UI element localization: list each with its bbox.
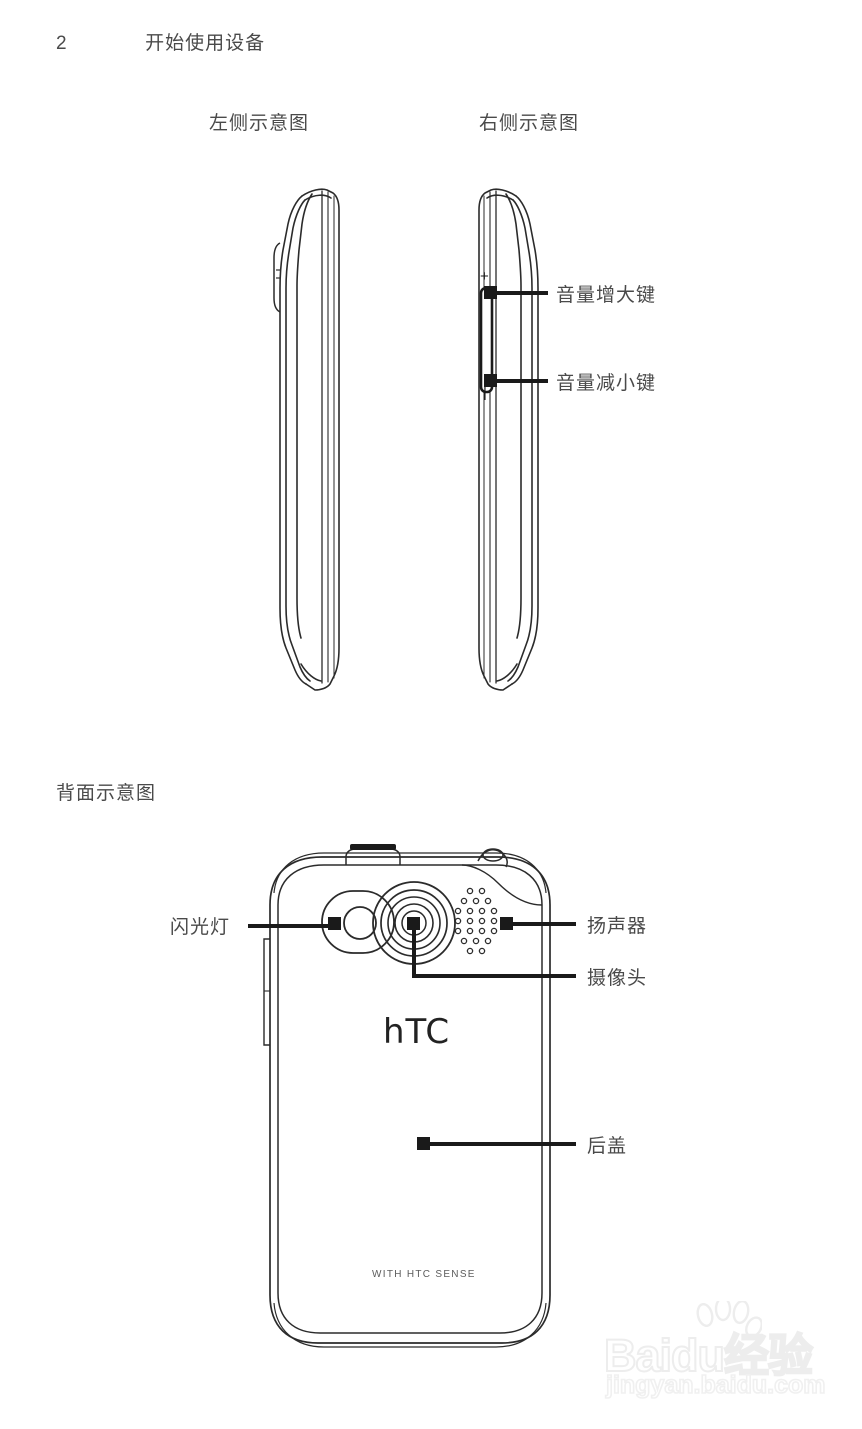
baidu-paw-icon bbox=[696, 1301, 762, 1338]
page-header: 2 开始使用设备 bbox=[56, 28, 265, 55]
caption-right-view: 右侧示意图 bbox=[479, 113, 580, 134]
callout-line-back-cover bbox=[429, 1142, 576, 1146]
callout-marker-flash bbox=[328, 917, 341, 930]
htc-sense-tagline: WITH HTC SENSE bbox=[372, 1269, 476, 1280]
callout-marker-back-cover bbox=[417, 1137, 430, 1150]
callout-label-camera: 摄像头 bbox=[587, 968, 648, 989]
volume-down-symbol: | bbox=[483, 384, 488, 401]
phone-left-side-illustration bbox=[273, 188, 340, 691]
baidu-wordmark-chinese: 经验 bbox=[723, 1329, 814, 1382]
callout-label-volume-down: 音量减小键 bbox=[556, 373, 657, 394]
page-number: 2 bbox=[56, 33, 68, 54]
baidu-wordmark: Baidu经验 bbox=[603, 1319, 814, 1384]
baidu-watermark-url: jingyan.baidu.com bbox=[605, 1370, 826, 1400]
baidu-watermark: Baidu经验 jingyan.baidu.com bbox=[600, 1295, 850, 1405]
callout-marker-speaker bbox=[500, 917, 513, 930]
phone-right-side-illustration bbox=[478, 188, 539, 691]
volume-up-symbol: + bbox=[480, 268, 490, 285]
htc-logo: hTC bbox=[383, 1012, 451, 1052]
caption-back-view: 背面示意图 bbox=[56, 783, 157, 804]
callout-marker-volume-up bbox=[484, 286, 497, 299]
baidu-wordmark-tail: du bbox=[670, 1329, 726, 1382]
callout-line-speaker bbox=[512, 922, 576, 926]
page-title: 开始使用设备 bbox=[145, 33, 266, 54]
baidu-wordmark-primary: Bai bbox=[603, 1329, 673, 1382]
callout-line-volume-up bbox=[492, 291, 548, 295]
callout-line-volume-down bbox=[492, 379, 548, 383]
callout-label-flash: 闪光灯 bbox=[170, 917, 231, 938]
callout-label-back-cover: 后盖 bbox=[587, 1136, 628, 1157]
callout-marker-volume-down bbox=[484, 374, 497, 387]
callout-label-volume-up: 音量增大键 bbox=[556, 285, 657, 306]
callout-vline-camera bbox=[412, 926, 416, 978]
caption-left-view: 左侧示意图 bbox=[209, 113, 310, 134]
speaker-grille bbox=[454, 887, 498, 955]
callout-label-speaker: 扬声器 bbox=[587, 916, 648, 937]
callout-line-camera bbox=[412, 974, 576, 978]
callout-marker-camera bbox=[407, 917, 420, 930]
callout-line-flash bbox=[248, 924, 330, 928]
